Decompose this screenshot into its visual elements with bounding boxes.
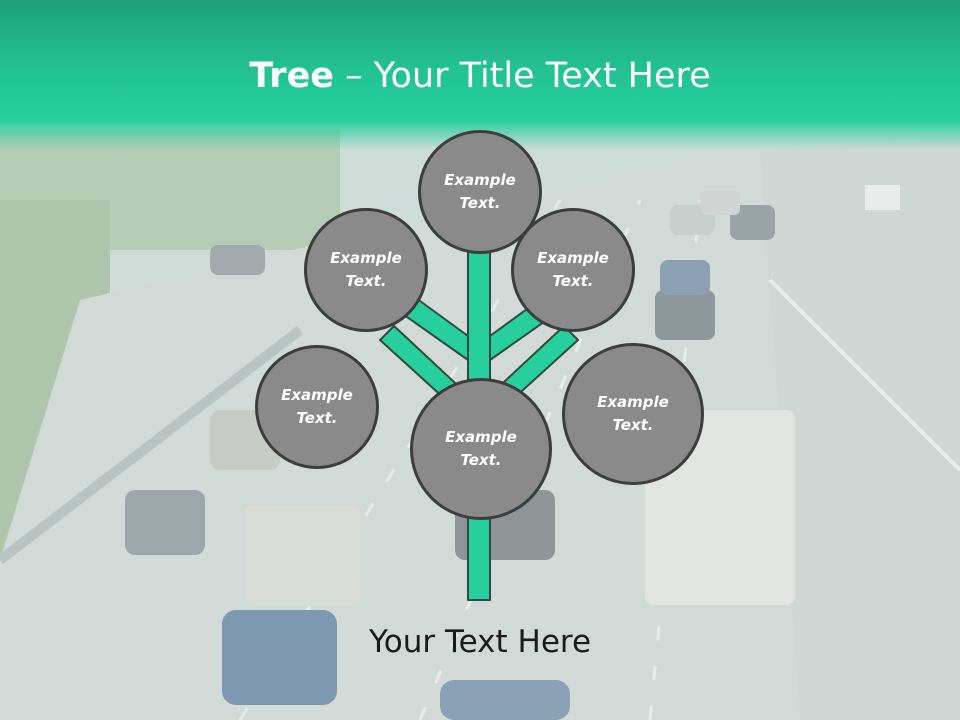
tree-node-upper-left: Example Text. bbox=[304, 208, 428, 332]
tree-node-lower-right: Example Text. bbox=[562, 343, 704, 485]
title-bold-word: Tree bbox=[249, 56, 335, 96]
tree-node-lower-left: Example Text. bbox=[255, 345, 379, 469]
header-band bbox=[0, 0, 960, 150]
slide-title: Tree – Your Title Text Here bbox=[0, 54, 960, 98]
tree-node-upper-right: Example Text. bbox=[511, 208, 635, 332]
footer-text: Your Text Here bbox=[368, 624, 592, 660]
title-text: – Your Title Text Here bbox=[334, 56, 711, 96]
tree-node-center: Example Text. bbox=[410, 378, 552, 520]
